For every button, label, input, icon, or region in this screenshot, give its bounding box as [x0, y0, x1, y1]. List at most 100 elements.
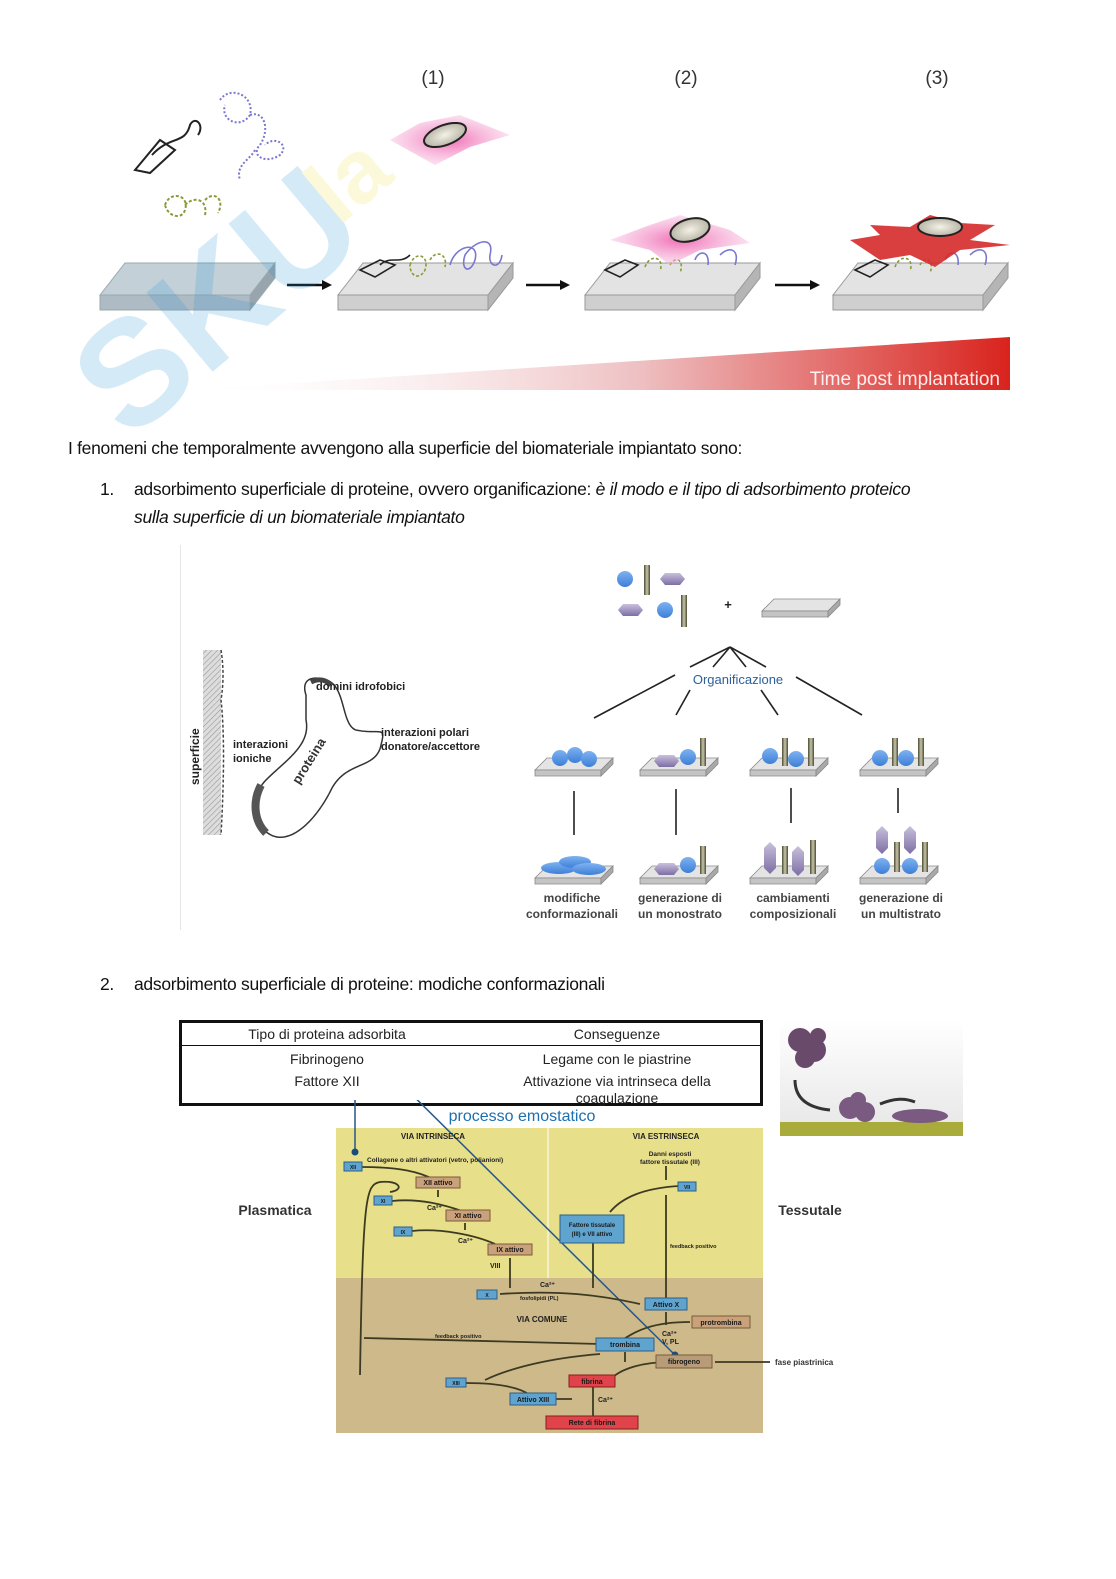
label-via-comune: VIA COMUNE [517, 1315, 568, 1324]
outcome-2-line2: un monostrato [638, 907, 722, 921]
table-header-protein: Tipo di proteina adsorbita [248, 1026, 406, 1042]
svg-text:Attivo X: Attivo X [653, 1302, 680, 1309]
svg-text:VII: VII [684, 1185, 691, 1191]
viii-label: VIII [490, 1263, 501, 1270]
outcome-4-line2: un multistrato [861, 907, 941, 921]
time-post-implantation-label: Time post implantation [810, 369, 1000, 390]
ca-label: Ca²⁺ [598, 1397, 613, 1404]
svg-text:fibrogeno: fibrogeno [668, 1359, 700, 1366]
box-ix: IX [393, 1226, 413, 1237]
table-cell-cont: coagulazione [575, 1090, 659, 1106]
svg-text:trombina: trombina [610, 1342, 640, 1349]
box-rete-di-fibrina: Rete di fibrina [545, 1415, 639, 1430]
protein-hexagonal-icon [660, 573, 685, 585]
stage-label-2: (2) [674, 68, 697, 89]
outcome-1-line1: modifiche [544, 891, 601, 905]
table-cell: Attivazione via intrinseca della [523, 1073, 711, 1089]
svg-text:IX: IX [401, 1230, 406, 1236]
coagulation-cascade: processo emostatico Plasmatica Tessutale… [180, 1057, 880, 1440]
svg-text:XI attivo: XI attivo [454, 1213, 481, 1220]
list-item-1-plain: adsorbimento superficiale di proteine, o… [134, 479, 596, 499]
svg-text:XI: XI [381, 1199, 386, 1205]
free-protein-black [133, 119, 202, 175]
protein-outline [254, 677, 384, 838]
svg-text:XII: XII [350, 1165, 357, 1171]
svg-text:(III) e VII attivo: (III) e VII attivo [572, 1232, 613, 1238]
intro-paragraph: I fenomeni che temporalmente avvengono a… [68, 438, 743, 458]
polar-label-line2: donatore/accettore [381, 741, 480, 753]
collagen-text: Collagene o altri attivatori (vetro, pol… [367, 1157, 503, 1164]
arrow-right-icon [775, 280, 820, 290]
outcome-plate-4 [859, 826, 939, 885]
ionic-label-line2: ioniche [233, 753, 272, 765]
ca-label: Ca²⁺ [458, 1238, 473, 1245]
organificazione-label: Organificazione [693, 672, 783, 687]
feedback-left-label: feedback positivo [435, 1334, 482, 1340]
ionic-domain [251, 783, 270, 836]
organificazione-svg: + Organificazione [526, 565, 943, 921]
protein-interactions-svg: superficie domini idrofobici interazioni… [188, 649, 480, 838]
box-xii-attivo: XII attivo [415, 1176, 461, 1189]
box-xiii: XIII [445, 1377, 467, 1388]
figure-protein-interactions: superficie domini idrofobici interazioni… [180, 545, 501, 930]
list-item-1: adsorbimento superficiale di proteine, o… [134, 479, 911, 500]
danni-line2: fattore tissutale (III) [640, 1159, 700, 1166]
list-number-1: 1. [100, 479, 114, 499]
side-label-tessutale: Tessutale [778, 1202, 842, 1218]
svg-text:protrombina: protrombina [700, 1320, 741, 1327]
adsorbed-protein-table: Tipo di proteina adsorbita Conseguenze F… [179, 1020, 763, 1106]
protein-globular-icon [617, 571, 633, 587]
outcome-3-line1: cambiamenti [756, 891, 829, 905]
box-trombina: trombina [595, 1337, 655, 1352]
stage-label-3: (3) [925, 68, 948, 89]
svg-text:XII attivo: XII attivo [423, 1180, 452, 1187]
table-header-row: Tipo di proteina adsorbita Conseguenze [182, 1023, 760, 1046]
biomaterial-slab-stage3 [831, 215, 1010, 312]
protein-hexagonal-icon [618, 604, 643, 616]
hydrophobic-label: domini idrofobici [316, 681, 405, 693]
outcome-plate-3 [749, 840, 829, 885]
ca-v-pl-line1: Ca²⁺ [662, 1331, 677, 1338]
cascade-arrows [359, 1166, 770, 1416]
arrow-right-icon [526, 280, 570, 290]
svg-text:Fattore tissutale: Fattore tissutale [569, 1223, 616, 1229]
feedback-right-label: feedback positivo [670, 1244, 717, 1250]
box-fibrina: fibrina [568, 1374, 616, 1388]
svg-text:XIII: XIII [452, 1381, 460, 1387]
protein-globular-icon [657, 602, 673, 618]
outcome-1-line2: conformazionali [526, 907, 618, 921]
polar-label-line1: interazioni polari [381, 727, 469, 739]
free-protein-blue [219, 91, 285, 181]
biomaterial-slab-initial [98, 261, 277, 312]
danni-line1: Danni esposti [649, 1151, 692, 1158]
hydrophobic-domain [309, 677, 333, 687]
list-item-1-italic: è il modo e il tipo di adsorbimento prot… [595, 479, 911, 499]
box-vii: VII [677, 1181, 697, 1192]
table-header-consequences: Conseguenze [573, 1026, 661, 1042]
coagulation-cascade-svg: processo emostatico Plasmatica Tessutale… [238, 1057, 842, 1433]
list-number-2: 2. [100, 974, 114, 994]
surface-block [203, 650, 221, 835]
implant-timeline-svg: (1) (2) (3) [98, 68, 1010, 390]
plus-sign: + [724, 597, 732, 612]
phospholipids-label: fosfolipidi (PL) [520, 1296, 559, 1302]
figure-implant-timeline: (1) (2) (3) [90, 55, 1020, 400]
box-fibrogeno: fibrogeno [655, 1354, 713, 1369]
surface-label: superficie [188, 728, 202, 785]
outcome-2-line1: generazione di [638, 891, 722, 905]
protein-rod-icon [681, 595, 687, 627]
outcome-3-line2: composizionali [750, 907, 837, 921]
cascade-title: processo emostatico [449, 1108, 596, 1125]
protein-rod-icon [644, 565, 650, 595]
box-ix-attivo: IX attivo [487, 1243, 533, 1256]
figure-organificazione: + Organificazione [510, 555, 960, 930]
adsorption-plate-4 [859, 738, 939, 777]
side-label-plasmatica: Plasmatica [238, 1202, 311, 1218]
adsorption-plate-2 [639, 738, 719, 777]
box-xi: XI [373, 1195, 393, 1206]
svg-text:Rete di fibrina: Rete di fibrina [569, 1420, 616, 1427]
svg-text:IX attivo: IX attivo [496, 1247, 523, 1254]
outcome-plate-2 [639, 846, 719, 885]
ca-label: Ca²⁺ [540, 1282, 555, 1289]
ca-label: Ca²⁺ [427, 1205, 442, 1212]
